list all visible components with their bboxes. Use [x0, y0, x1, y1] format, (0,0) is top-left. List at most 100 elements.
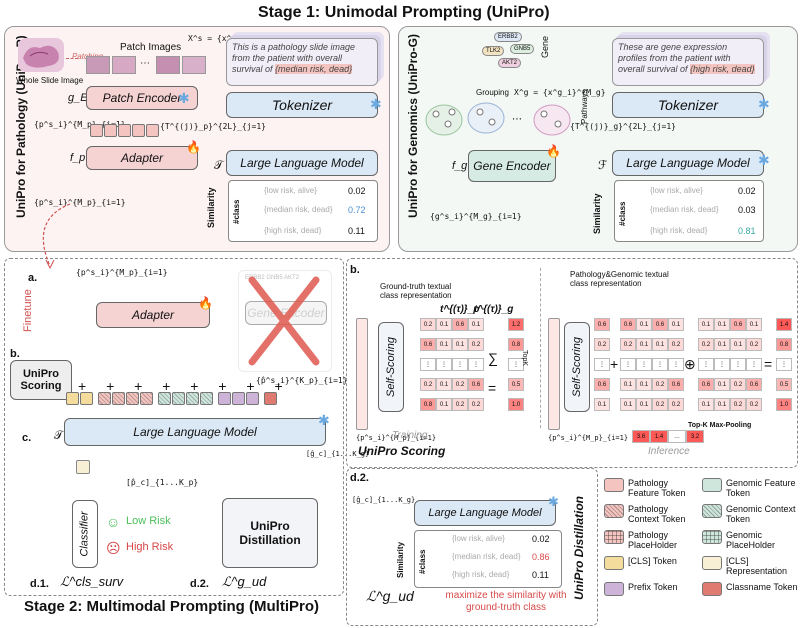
training-label: Training — [392, 430, 428, 441]
d2-side-label: UniPro Distillation — [572, 495, 586, 600]
gt-label: Ground-truth textual class representatio… — [380, 282, 452, 300]
path-class-axis: #class — [232, 199, 241, 224]
matrix-cell: 0.1 — [714, 398, 730, 411]
plus-row: + + + + + + + + — [78, 378, 291, 394]
stage1-title: Stage 1: Unimodal Prompting (UniPro) — [258, 4, 550, 21]
gE-label: g_E — [68, 92, 88, 104]
matrix-cell: ⋮ — [730, 358, 746, 371]
F-label: ℱ — [598, 158, 608, 172]
stage2-title: Stage 2: Multimodal Prompting (MultiPro) — [24, 598, 319, 615]
matrix-cell: ⋮ — [714, 358, 730, 371]
path-similarity-box — [228, 180, 378, 242]
path-class-0: {low risk, alive} — [264, 186, 317, 195]
pooled-cell: 3.6 — [632, 430, 650, 443]
gen-llm-label: Large Language Model — [626, 156, 750, 170]
path-score-2: 0.11 — [348, 226, 365, 236]
matrix-cell: 0.2 — [468, 338, 484, 351]
unipro-scoring-label: UniPro Scoring — [20, 368, 62, 392]
unipro-distillation-block[interactable]: UniPro Distillation — [222, 498, 318, 568]
matrix-cell: 0.1 — [714, 318, 730, 331]
eq-symbol-infer: = — [764, 356, 773, 372]
gen-llm-block: Large Language Model — [612, 150, 764, 176]
maxpool-label: Top-K Max-Pooling — [688, 422, 752, 429]
matrix-cell: 0.2 — [452, 398, 468, 411]
feature-token — [104, 124, 117, 137]
matrix-cell: 0.2 — [730, 398, 746, 411]
matrix-cell: 0.6 — [730, 318, 746, 331]
s2-llm-label: Large Language Model — [133, 425, 257, 439]
matrix-cell: 0.2 — [594, 338, 610, 351]
frozen-icon: ✱ — [318, 412, 330, 428]
unipro-scoring-block[interactable]: UniPro Scoring — [10, 360, 72, 400]
matrix-cell: 0.2 — [468, 398, 484, 411]
gene-chip: AKT2 — [498, 58, 522, 68]
d2-score-1: 0.86 — [532, 552, 550, 562]
matrix-cell: 0.1 — [714, 338, 730, 351]
d2-score-0: 0.02 — [532, 534, 550, 544]
matrix-cell: 0.2 — [668, 338, 684, 351]
context-token — [112, 392, 125, 405]
tp-label: t^{(τ)}_p — [440, 304, 480, 315]
cls-token — [66, 392, 79, 405]
legend-label: Genomic Context Token — [726, 504, 796, 524]
matrix-cell: 0.1 — [636, 338, 652, 351]
pooled-cell: 1.4 — [650, 430, 668, 443]
matrix-cell: 0.8 — [776, 338, 792, 351]
train-infer-divider — [540, 268, 542, 428]
gene-encoder-block[interactable]: Gene Encoder — [468, 150, 556, 182]
inference-feature-col — [548, 318, 560, 430]
matrix-cell: 0.6 — [668, 378, 684, 391]
gen-similarity-label: Similarity — [592, 193, 602, 234]
matrix-cell: 0.8 — [508, 338, 524, 351]
unipro-distillation-label: UniPro Distillation — [239, 519, 301, 547]
path-llm-label: Large Language Model — [240, 156, 364, 170]
gen-score-1: 0.03 — [738, 205, 756, 215]
matrix-cell: 0.1 — [436, 338, 452, 351]
matrix-cell: 0.1 — [652, 338, 668, 351]
flame-icon: 🔥 — [198, 296, 213, 310]
s2-feat-k: {p̂^s_i}^{K_p}_{i=1} — [256, 376, 348, 385]
patch-image — [86, 56, 110, 74]
prefix-token — [232, 392, 245, 405]
s2-llm-block: Large Language Model — [64, 418, 326, 446]
d2-llm-block: Large Language Model — [414, 500, 556, 526]
matrix-cell: 0.6 — [594, 318, 610, 331]
adapter-label: Adapter — [120, 151, 164, 165]
gene-set-label: X^g = {x^g_i}^{M_g} — [514, 88, 606, 97]
matrix-cell: 0.5 — [776, 378, 792, 391]
matrix-cell: ⋮ — [746, 358, 762, 371]
classifier-label: Classifier — [79, 511, 92, 557]
adapter-block[interactable]: Adapter — [86, 146, 198, 170]
gen-class-0: {low risk, alive} — [650, 186, 703, 195]
matrix-cell: ⋮ — [452, 358, 468, 371]
plus-symbol: + — [610, 356, 619, 372]
gene-chip: GNB5 — [266, 275, 283, 281]
legend-swatch — [702, 556, 722, 570]
fp-label: f_p — [70, 152, 86, 164]
cls-token — [80, 392, 93, 405]
scoring-feat: {p^s_i}^{M_p}_{i=1} — [356, 434, 437, 442]
classname-token — [264, 392, 277, 405]
eq-symbol: = — [488, 380, 497, 396]
pg-label: Pathology&Genomic textual class represen… — [570, 270, 669, 288]
ellipsis: ⋯ — [140, 58, 150, 69]
path-similarity-label: Similarity — [206, 187, 216, 228]
s2-adapter-block[interactable]: Adapter — [96, 302, 210, 328]
matrix-cell: 0.1 — [698, 318, 714, 331]
gen-score-0: 0.02 — [738, 186, 756, 196]
matrix-cell: 0.6 — [452, 318, 468, 331]
finetune-arrow — [42, 203, 71, 270]
legend-swatch — [702, 582, 722, 596]
path-score-1: 0.72 — [348, 205, 366, 215]
classifier-block[interactable]: Classifier — [72, 500, 98, 568]
matrix-cell: 0.8 — [420, 398, 436, 411]
d2-label-left: d.2. — [190, 578, 209, 590]
matrix-cell: ⋮ — [436, 358, 452, 371]
gen-ctx-label: {T^{(j)}_g}^{2L}_{j=1} — [570, 122, 676, 131]
path-feat1-label: {p^s_i}^{M_p}_{i=1} — [34, 120, 126, 129]
matrix-cell: 0.1 — [436, 378, 452, 391]
matrix-cell: 0.2 — [420, 378, 436, 391]
